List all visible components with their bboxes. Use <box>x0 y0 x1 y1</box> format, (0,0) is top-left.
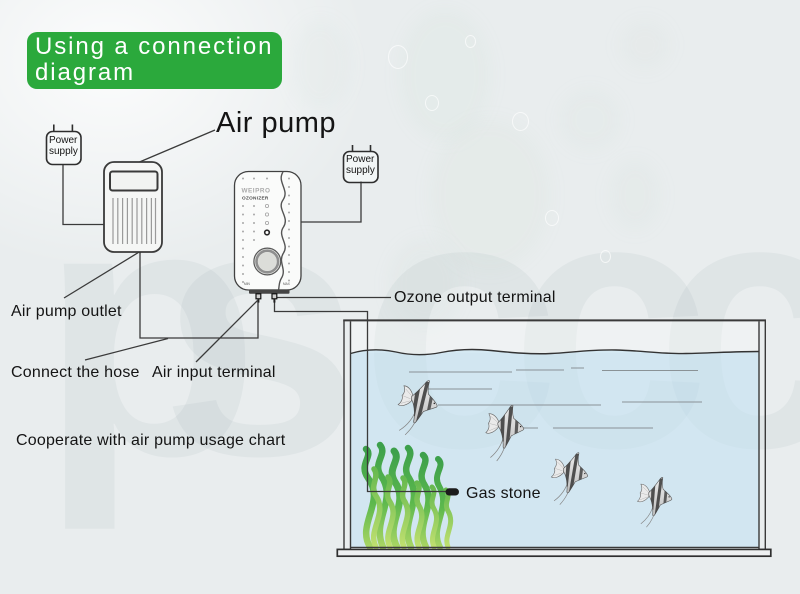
svg-text:OZONIZER: OZONIZER <box>242 195 269 200</box>
svg-text:MAX: MAX <box>283 282 291 286</box>
svg-text:MIN: MIN <box>244 282 251 286</box>
svg-text:WEIPRO: WEIPRO <box>242 188 271 195</box>
